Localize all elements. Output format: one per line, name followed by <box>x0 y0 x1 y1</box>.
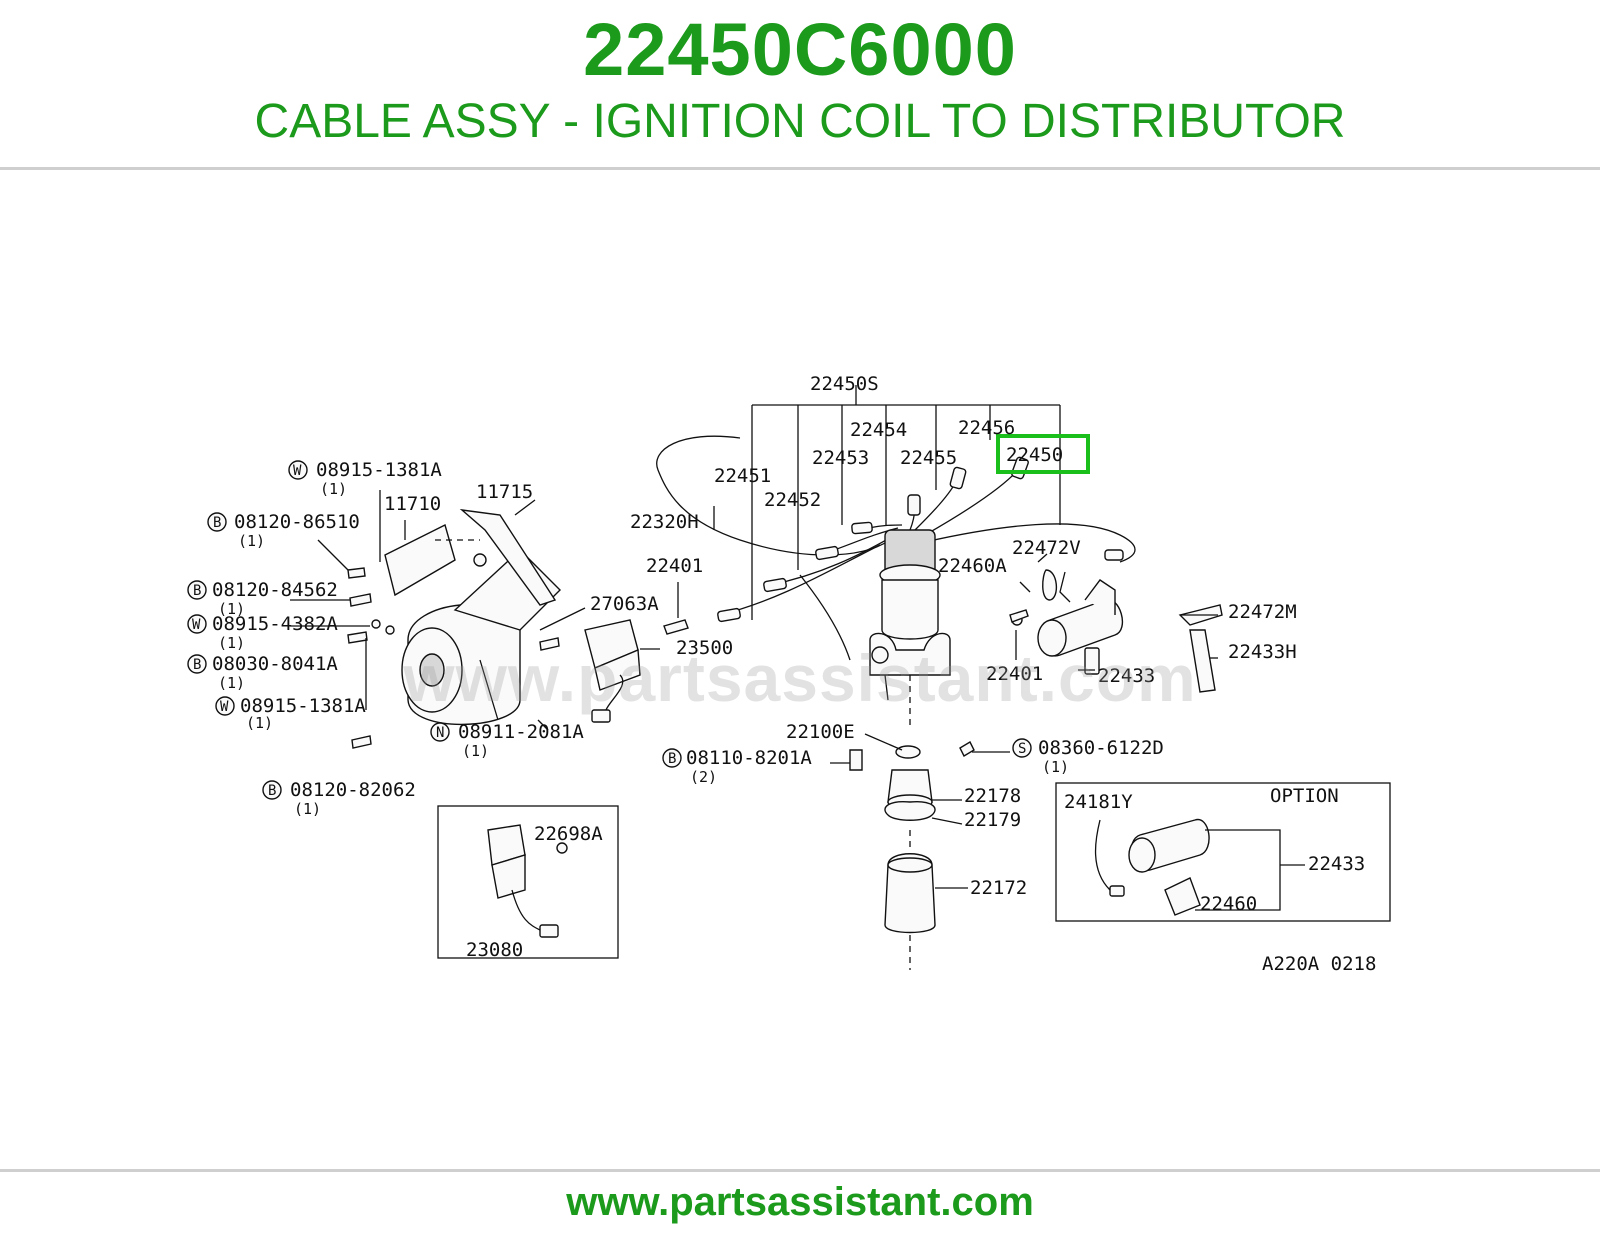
callout-08120-86510: 08120-86510 <box>234 511 360 533</box>
qty-08110-8201A: (2) <box>690 768 717 786</box>
callout-08911-2081A: 08911-2081A <box>458 721 584 743</box>
callout-11710: 11710 <box>384 493 441 515</box>
callout-08120-82062: 08120-82062 <box>290 779 416 801</box>
callout-08915-1381A-bottom: 08915-1381A <box>240 695 366 717</box>
option-label: OPTION <box>1270 785 1339 807</box>
circled-marks: W B B W B W N B B S <box>187 460 1032 800</box>
callout-22472V: 22472V <box>1012 537 1081 559</box>
qty-08911-2081A: (1) <box>462 742 489 760</box>
alternator-assembly <box>384 509 561 731</box>
parts-diagram-svg: 22450S 22451 22452 22453 22454 22455 224… <box>187 373 1391 975</box>
qty-08915-1381A-bottom: (1) <box>246 714 273 732</box>
qty-08120-84562: (1) <box>218 600 245 618</box>
mark-S: S <box>1018 741 1026 757</box>
callout-22698A: 22698A <box>534 823 603 845</box>
callout-08030-8041A: 08030-8041A <box>212 653 338 675</box>
distributor-lower-parts <box>884 745 936 970</box>
callout-22100E: 22100E <box>786 721 855 743</box>
callout-22451: 22451 <box>714 465 771 487</box>
mark-N: N <box>436 725 444 741</box>
callout-22456: 22456 <box>958 417 1015 439</box>
callout-22401-left: 22401 <box>646 555 703 577</box>
callout-08915-4382A: 08915-4382A <box>212 613 338 635</box>
footer-url[interactable]: www.partsassistant.com <box>566 1180 1034 1224</box>
leader-lines <box>290 490 1218 942</box>
callout-22433H: 22433H <box>1228 641 1297 663</box>
mark-W-3: W <box>220 699 229 715</box>
qty-08120-82062: (1) <box>294 800 321 818</box>
callout-22433-main: 22433 <box>1098 665 1155 687</box>
callout-22460A: 22460A <box>938 555 1007 577</box>
callout-08110-8201A: 08110-8201A <box>686 747 812 769</box>
cable-boots <box>717 456 1124 623</box>
callout-11715: 11715 <box>476 481 533 503</box>
callout-22179: 22179 <box>964 809 1021 831</box>
inset-option-coil <box>1055 782 1391 922</box>
mark-W-2: W <box>192 617 201 633</box>
callout-22450S: 22450S <box>810 373 879 395</box>
page-header: 22450C6000 CABLE ASSY - IGNITION COIL TO… <box>0 0 1600 170</box>
voltage-regulator <box>584 619 689 723</box>
callout-24181Y: 24181Y <box>1064 791 1133 813</box>
callout-22472M: 22472M <box>1228 601 1297 623</box>
mark-B-2: B <box>193 583 201 599</box>
callout-22454: 22454 <box>850 419 907 441</box>
callout-23080: 23080 <box>466 939 523 961</box>
callout-22433-option: 22433 <box>1308 853 1365 875</box>
footer-divider <box>0 1169 1600 1172</box>
callout-22450: 22450 <box>1006 444 1063 466</box>
qty-08120-86510: (1) <box>238 532 265 550</box>
qty-08030-8041A: (1) <box>218 674 245 692</box>
callout-labels: 22450S 22451 22452 22453 22454 22455 224… <box>212 373 1376 975</box>
callout-22172: 22172 <box>970 877 1027 899</box>
quantity-labels: (1) (1) (1) (1) (1) (1) (1) (1) (2) (1) <box>218 480 1069 818</box>
callout-22452: 22452 <box>764 489 821 511</box>
part-number-title: 22450C6000 <box>583 8 1017 91</box>
parts-diagram: 22450S 22451 22452 22453 22454 22455 224… <box>180 330 1420 1012</box>
mark-B-5: B <box>668 751 676 767</box>
callout-23500: 23500 <box>676 637 733 659</box>
inset-regulator <box>437 805 619 959</box>
highlight-box-22450 <box>996 434 1090 474</box>
mark-B-4: B <box>268 783 276 799</box>
fasteners <box>347 567 975 771</box>
harness-bracket-lines <box>751 385 1061 620</box>
distributor-assembly <box>869 529 951 730</box>
callout-22320H: 22320H <box>630 511 699 533</box>
callout-22453: 22453 <box>812 447 869 469</box>
callout-27063A: 27063A <box>590 593 659 615</box>
drawing-code: A220A 0218 <box>1262 953 1376 975</box>
callout-22178: 22178 <box>964 785 1021 807</box>
callout-22401-right: 22401 <box>986 663 1043 685</box>
mark-W-1: W <box>293 463 302 479</box>
part-name-subtitle: CABLE ASSY - IGNITION COIL TO DISTRIBUTO… <box>254 95 1346 148</box>
header-divider <box>0 167 1600 170</box>
qty-08915-1381A-top: (1) <box>320 480 347 498</box>
mark-B-3: B <box>193 657 201 673</box>
mark-B-1: B <box>213 515 221 531</box>
callout-08120-84562: 08120-84562 <box>212 579 338 601</box>
callout-08360-6122D: 08360-6122D <box>1038 737 1164 759</box>
callout-22460: 22460 <box>1200 893 1257 915</box>
qty-08915-4382A: (1) <box>218 634 245 652</box>
qty-08360-6122D: (1) <box>1042 758 1069 776</box>
callout-08915-1381A-top: 08915-1381A <box>316 459 442 481</box>
ignition-coil <box>1009 571 1124 675</box>
callout-22455: 22455 <box>900 447 957 469</box>
